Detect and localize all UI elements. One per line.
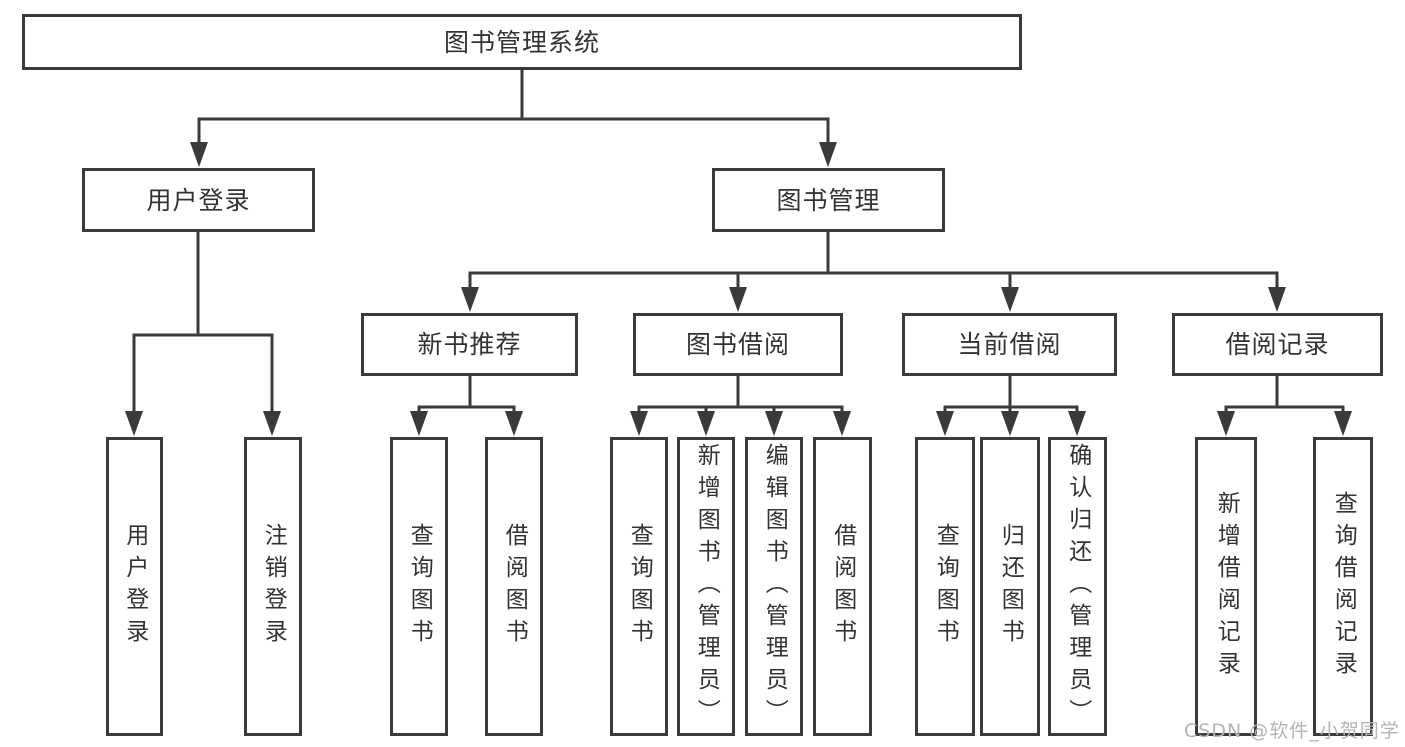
node-label-rec-query-book: 查询图书 xyxy=(406,522,433,651)
arrowhead-icon xyxy=(819,142,837,167)
arrowhead-icon xyxy=(1068,411,1086,436)
node-label-bor-query-book: 查询图书 xyxy=(626,522,653,651)
node-login: 用户登录 xyxy=(106,437,163,736)
node-label-bor-edit-book: 编辑图书（管理员） xyxy=(761,442,788,731)
node-label-login: 用户登录 xyxy=(121,522,148,651)
node-label-root: 图书管理系统 xyxy=(443,27,600,57)
arrowhead-icon xyxy=(125,411,143,436)
arrowhead-icon xyxy=(936,411,954,436)
node-rec-query-book: 查询图书 xyxy=(390,437,448,736)
node-root: 图书管理系统 xyxy=(22,14,1022,70)
arrowhead-icon xyxy=(765,411,783,436)
node-cur-confirm-return: 确认归还（管理员） xyxy=(1048,437,1107,736)
node-label-borrow-records: 借阅记录 xyxy=(1225,330,1330,359)
node-label-current-borrow: 当前借阅 xyxy=(957,330,1062,359)
node-label-cur-query-book: 查询图书 xyxy=(932,522,959,651)
arrowhead-icon xyxy=(190,142,208,167)
node-label-user-login: 用户登录 xyxy=(146,185,251,215)
node-bor-add-book: 新增图书（管理员） xyxy=(677,437,735,736)
node-current-borrow: 当前借阅 xyxy=(902,313,1117,376)
arrowhead-icon xyxy=(1001,287,1019,312)
node-bor-borrow-book: 借阅图书 xyxy=(813,437,872,736)
arrowhead-icon xyxy=(697,411,715,436)
node-cur-return-book: 归还图书 xyxy=(980,437,1040,736)
node-label-rec-borrow-book: 借阅图书 xyxy=(501,522,528,651)
node-new-book-rec: 新书推荐 xyxy=(361,313,578,376)
arrowhead-icon xyxy=(1001,411,1019,436)
node-label-bor-borrow-book: 借阅图书 xyxy=(829,522,856,651)
arrowhead-icon xyxy=(833,411,851,436)
node-rec-borrow-book: 借阅图书 xyxy=(485,437,543,736)
arrowhead-icon xyxy=(630,411,648,436)
node-logout: 注销登录 xyxy=(244,437,302,736)
node-bor-query-book: 查询图书 xyxy=(610,437,668,736)
node-book-borrow: 图书借阅 xyxy=(633,313,843,376)
arrowhead-icon xyxy=(410,411,428,436)
arrowhead-icon xyxy=(461,287,479,312)
arrowhead-icon xyxy=(729,287,747,312)
arrowhead-icon xyxy=(263,411,281,436)
node-label-cur-return-book: 归还图书 xyxy=(997,522,1024,651)
node-cur-query-book: 查询图书 xyxy=(915,437,975,736)
node-label-bor-add-book: 新增图书（管理员） xyxy=(693,442,720,731)
arrowhead-icon xyxy=(1268,287,1286,312)
node-label-rcd-query-record: 查询借阅记录 xyxy=(1330,490,1357,683)
node-borrow-records: 借阅记录 xyxy=(1172,313,1383,376)
node-label-logout: 注销登录 xyxy=(260,522,287,651)
node-label-cur-confirm-return: 确认归还（管理员） xyxy=(1064,442,1091,731)
node-label-book-mgmt: 图书管理 xyxy=(776,185,881,215)
node-user-login: 用户登录 xyxy=(82,168,315,232)
node-book-mgmt: 图书管理 xyxy=(712,168,945,232)
node-bor-edit-book: 编辑图书（管理员） xyxy=(745,437,803,736)
node-label-rcd-add-record: 新增借阅记录 xyxy=(1213,490,1240,683)
arrowhead-icon xyxy=(505,411,523,436)
node-rcd-query-record: 查询借阅记录 xyxy=(1313,437,1373,736)
node-label-new-book-rec: 新书推荐 xyxy=(417,330,522,359)
arrowhead-icon xyxy=(1217,411,1235,436)
node-label-book-borrow: 图书借阅 xyxy=(685,330,790,359)
node-rcd-add-record: 新增借阅记录 xyxy=(1195,437,1257,736)
arrowhead-icon xyxy=(1334,411,1352,436)
